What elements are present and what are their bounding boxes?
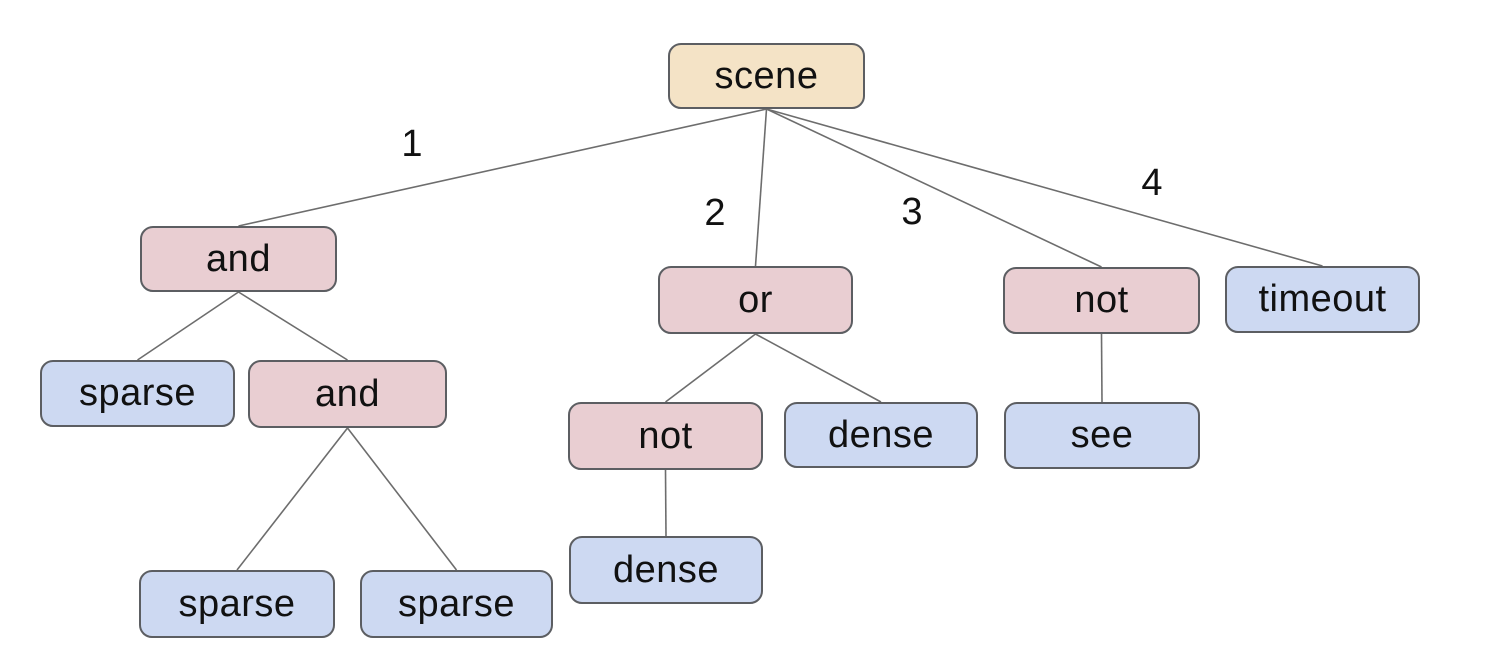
node-sparse-3: sparse xyxy=(360,570,553,638)
node-or-1: or xyxy=(658,266,853,334)
edge-and-1-to-sparse-1 xyxy=(137,291,239,361)
node-sparse-2: sparse xyxy=(139,570,335,638)
edge-scene-to-timeout-1 xyxy=(766,108,1323,267)
node-see-1: see xyxy=(1004,402,1200,469)
edge-label-4: 4 xyxy=(1141,162,1163,204)
node-and-2: and xyxy=(248,360,447,428)
edge-label-2: 2 xyxy=(704,192,726,234)
edge-scene-to-or-1 xyxy=(754,108,768,267)
edge-scene-to-and-1 xyxy=(238,108,767,227)
node-not-1: not xyxy=(1003,267,1200,334)
node-sparse-1: sparse xyxy=(40,360,235,427)
edge-and-2-to-sparse-2 xyxy=(236,427,349,571)
node-timeout-1: timeout xyxy=(1225,266,1420,333)
node-and-1: and xyxy=(140,226,337,292)
node-dense-1: dense xyxy=(784,402,978,468)
edge-and-2-to-sparse-3 xyxy=(346,427,458,571)
node-not-2: not xyxy=(568,402,763,470)
node-scene: scene xyxy=(668,43,865,109)
node-dense-2: dense xyxy=(569,536,763,604)
edge-or-1-to-dense-1 xyxy=(755,333,882,403)
edge-label-1: 1 xyxy=(401,123,423,165)
edge-scene-to-not-1 xyxy=(766,108,1102,268)
edge-not-1-to-see-1 xyxy=(1100,333,1103,403)
edge-and-1-to-and-2 xyxy=(238,291,348,361)
edge-or-1-to-not-2 xyxy=(665,333,756,403)
edge-not-2-to-dense-2 xyxy=(664,469,667,537)
edge-label-3: 3 xyxy=(901,191,923,233)
